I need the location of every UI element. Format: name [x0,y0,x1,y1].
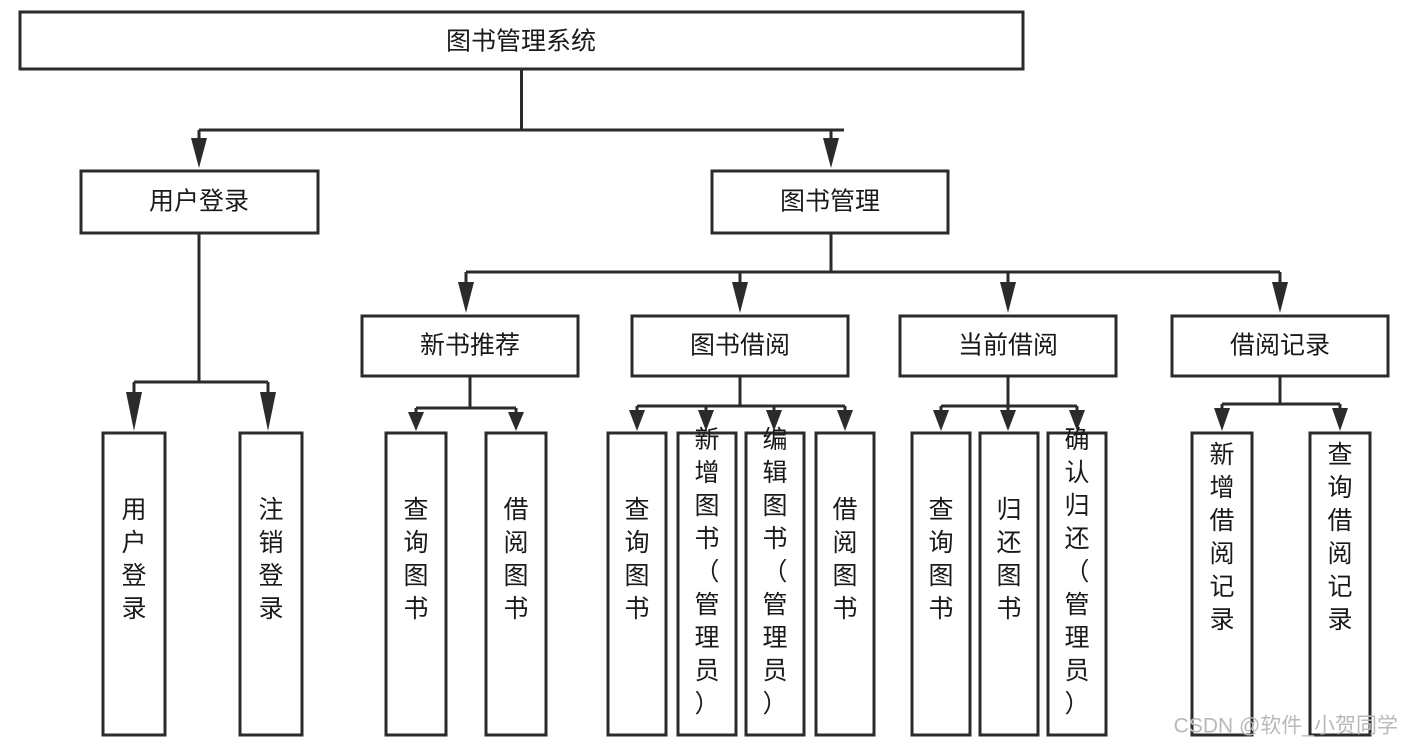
connector-group-new-book-recommend [408,376,524,431]
node-box-current-borrow[interactable] [898,314,1118,378]
arrow-bm-to-book-borrow [732,282,748,313]
node-box-root[interactable] [18,10,1025,71]
node-box-leaf-confirm-return[interactable] [1046,431,1108,737]
node-leaf-borrow-book-2[interactable]: 借阅图书 [814,431,876,737]
node-box-leaf-query-book-3[interactable] [910,431,972,737]
watermark-label: CSDN @软件_小贺同学 [1174,715,1398,738]
arrow-br-leaf-1 [1214,408,1230,431]
node-leaf-confirm-return[interactable]: 确认归还（管理员） [1046,426,1108,737]
node-leaf-query-record[interactable]: 查询借阅记录 [1308,431,1372,737]
arrow-user-login-leaf-2 [260,392,276,431]
node-label-root: 图书管理系统 [446,28,596,56]
arrow-root-to-book-management [823,138,839,168]
node-label-leaf-borrow-book-2: 借阅图书 [832,496,857,623]
node-leaf-add-book[interactable]: 新增图书（管理员） [676,426,738,737]
node-label-leaf-query-book-3: 查询图书 [928,496,953,623]
node-book-borrow[interactable]: 图书借阅 [630,314,850,378]
arrow-bb-leaf-1 [629,410,645,431]
node-label-leaf-user-login: 用户登录 [121,496,146,623]
arrow-cb-leaf-1 [933,410,949,431]
node-box-borrow-record[interactable] [1170,314,1390,378]
node-leaf-query-book-2[interactable]: 查询图书 [606,431,668,737]
node-user-login[interactable]: 用户登录 [79,169,320,235]
node-new-book-recommend[interactable]: 新书推荐 [360,314,580,378]
node-box-leaf-add-record[interactable] [1190,431,1254,737]
node-box-leaf-user-login[interactable] [101,431,167,737]
node-leaf-query-book-1[interactable]: 查询图书 [384,431,448,737]
node-leaf-user-login[interactable]: 用户登录 [101,431,167,737]
node-leaf-return-book[interactable]: 归还图书 [978,431,1040,737]
node-label-leaf-query-book-1: 查询图书 [403,496,428,623]
node-box-leaf-return-book[interactable] [978,431,1040,737]
node-label-leaf-query-record: 查询借阅记录 [1327,441,1352,634]
arrow-bb-leaf-3 [766,410,782,431]
node-box-leaf-logout[interactable] [238,431,304,737]
arrow-nbr-leaf-2 [508,412,524,431]
node-box-book-management[interactable] [710,169,950,235]
node-box-leaf-query-record[interactable] [1308,431,1372,737]
node-label-leaf-edit-book: 编辑图书（管理员） [762,426,787,718]
node-label-new-book-recommend: 新书推荐 [420,332,520,360]
node-book-management-system[interactable]: 图书管理系统 [18,10,1025,71]
node-box-new-book-recommend[interactable] [360,314,580,378]
arrow-user-login-leaf-1 [126,392,142,431]
node-label-leaf-add-book: 新增图书（管理员） [694,426,719,718]
node-label-leaf-logout: 注销登录 [258,496,283,623]
node-box-leaf-borrow-book-1[interactable] [484,431,548,737]
node-box-book-borrow[interactable] [630,314,850,378]
node-label-leaf-confirm-return: 确认归还（管理员） [1064,426,1089,718]
node-box-leaf-query-book-1[interactable] [384,431,448,737]
node-label-leaf-borrow-book-1: 借阅图书 [503,496,528,623]
arrow-cb-leaf-3 [1069,410,1085,431]
node-label-book-management: 图书管理 [780,188,880,216]
node-leaf-query-book-3[interactable]: 查询图书 [910,431,972,737]
node-label-current-borrow: 当前借阅 [958,332,1058,360]
node-label-user-login: 用户登录 [149,188,249,216]
node-box-leaf-borrow-book-2[interactable] [814,431,876,737]
arrow-root-to-user-login [191,138,207,168]
arrow-nbr-leaf-1 [408,412,424,431]
node-borrow-record[interactable]: 借阅记录 [1170,314,1390,378]
node-label-leaf-return-book: 归还图书 [996,496,1021,623]
connector-group-book-management [458,233,1288,313]
node-leaf-edit-book[interactable]: 编辑图书（管理员） [744,426,806,737]
node-box-leaf-add-book[interactable] [676,431,738,737]
arrow-br-leaf-2 [1332,408,1348,431]
connector-group-borrow-record [1214,376,1348,431]
node-box-leaf-query-book-2[interactable] [606,431,668,737]
node-box-user-login[interactable] [79,169,320,235]
arrow-bm-to-current-borrow [1000,282,1016,313]
connector-group-current-borrow [933,376,1085,431]
arrow-bb-leaf-2 [698,410,714,431]
arrow-bb-leaf-4 [837,410,853,431]
arrow-bm-to-new-book-recommend [458,282,474,313]
node-label-borrow-record: 借阅记录 [1230,332,1330,360]
node-label-leaf-add-record: 新增借阅记录 [1209,441,1234,634]
node-book-management[interactable]: 图书管理 [710,169,950,235]
node-box-leaf-edit-book[interactable] [744,431,806,737]
connector-group-book-borrow [629,376,853,431]
node-leaf-logout[interactable]: 注销登录 [238,431,304,737]
node-label-book-borrow: 图书借阅 [690,332,790,360]
connector-group-root [191,69,844,168]
arrow-bm-to-borrow-record [1272,282,1288,313]
node-leaf-borrow-book-1[interactable]: 借阅图书 [484,431,548,737]
arrow-cb-leaf-2 [1000,410,1016,431]
node-current-borrow[interactable]: 当前借阅 [898,314,1118,378]
connector-group-user-login [126,233,276,431]
node-label-leaf-query-book-2: 查询图书 [624,496,649,623]
node-leaf-add-record[interactable]: 新增借阅记录 [1190,431,1254,737]
